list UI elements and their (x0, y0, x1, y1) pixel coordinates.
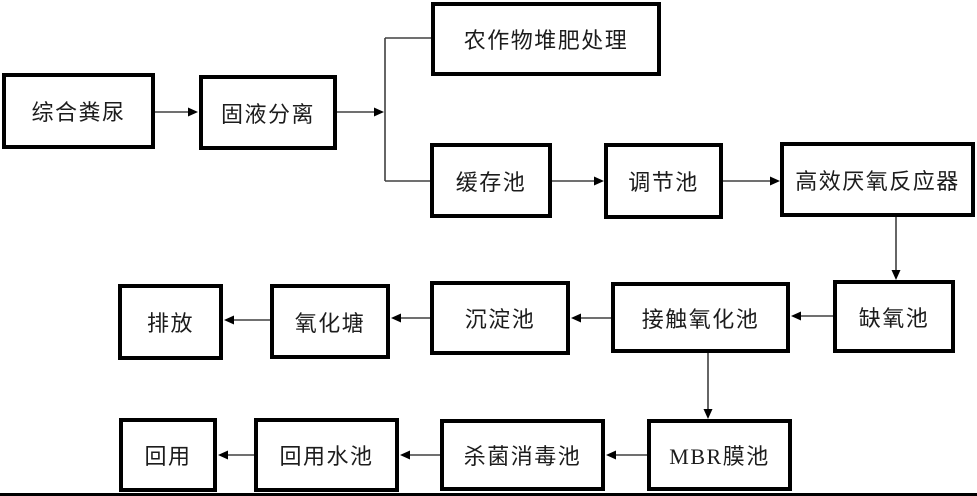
node-label: 氧化塘 (294, 310, 366, 336)
node-regulating-pool: 调节池 (604, 143, 723, 219)
edge-oxidation-pond-to-discharge (224, 315, 270, 325)
edge-contact-to-mbr (703, 353, 713, 419)
node-label: 调节池 (628, 170, 699, 195)
node-label: 接触氧化池 (641, 306, 760, 332)
edge-buffer-to-regulating (552, 176, 604, 186)
edge-junction-branch (384, 37, 431, 182)
node-comprehensive-manure: 综合粪尿 (2, 73, 155, 149)
node-label: 固液分离 (220, 101, 315, 127)
edge-contact-to-sedimentation (571, 313, 611, 323)
node-mbr-membrane-pool: MBR膜池 (647, 419, 792, 491)
node-reuse-water-pool: 回用水池 (254, 418, 399, 492)
node-anoxic-pool: 缺氧池 (833, 280, 955, 353)
node-disinfection-pool: 杀菌消毒池 (440, 419, 605, 491)
node-label: 高效厌氧反应器 (795, 168, 960, 194)
edge-disinfection-to-reuse-pool (400, 450, 440, 460)
node-oxidation-pond: 氧化塘 (270, 284, 390, 359)
node-label: 回用水池 (279, 444, 374, 469)
node-solid-liquid-separation: 固液分离 (199, 75, 337, 150)
node-label: 缺氧池 (858, 305, 930, 331)
node-crop-compost-treatment: 农作物堆肥处理 (431, 2, 661, 76)
edge-anaerobic-to-anoxic (891, 217, 901, 280)
node-label: 沉淀池 (464, 307, 536, 332)
node-label: 排放 (146, 311, 194, 336)
node-label: 回用 (144, 444, 192, 469)
edge-separation-to-junction (337, 107, 384, 117)
edge-anoxic-to-contact (791, 311, 833, 321)
node-discharge: 排放 (118, 284, 223, 360)
edge-manure-to-separation (155, 107, 198, 117)
node-label: 缓存池 (455, 169, 527, 195)
edge-mbr-to-disinfection (606, 450, 647, 460)
node-contact-oxidation-pool: 接触氧化池 (611, 282, 790, 353)
node-label: 杀菌消毒池 (463, 444, 582, 469)
edge-regulating-to-anaerobic (723, 176, 780, 186)
node-sedimentation-pool: 沉淀池 (430, 281, 570, 355)
edge-sedimentation-to-oxidation-pond (391, 313, 430, 323)
node-label: 农作物堆肥处理 (463, 28, 629, 53)
edge-reuse-pool-to-reuse (218, 450, 254, 460)
node-buffer-pool: 缓存池 (430, 143, 552, 218)
node-reuse: 回用 (119, 418, 217, 492)
node-label: 综合粪尿 (31, 100, 126, 125)
bottom-border-rule (0, 493, 977, 496)
node-anaerobic-reactor: 高效厌氧反应器 (780, 142, 975, 217)
node-label: MBR膜池 (669, 444, 770, 469)
